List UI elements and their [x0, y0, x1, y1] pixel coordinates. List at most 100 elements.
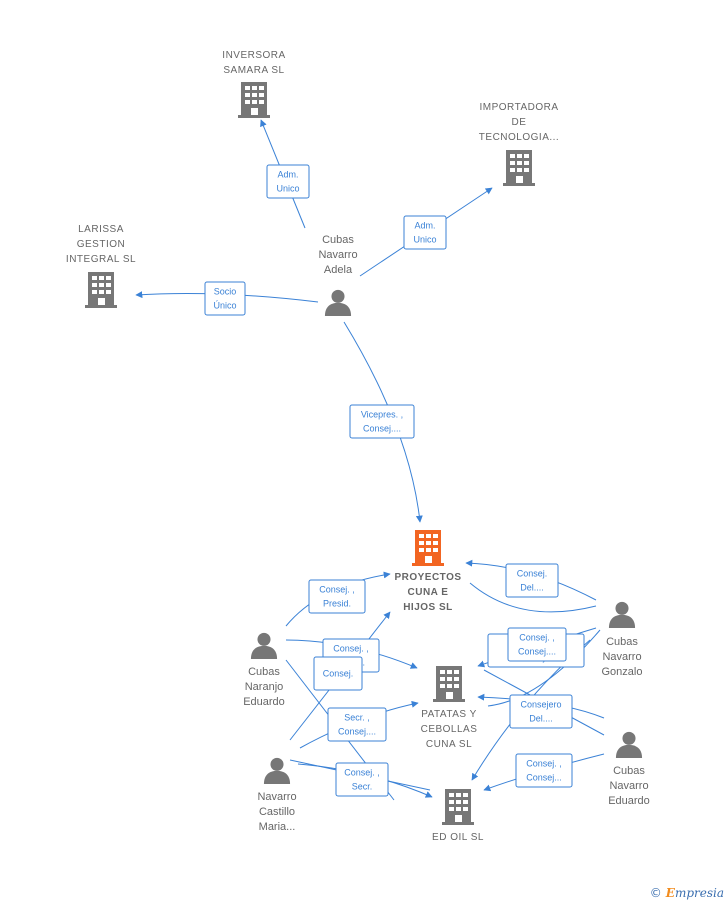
relation-label-text: Consej. [517, 569, 548, 579]
company-node-importadora[interactable]: IMPORTADORA DE TECNOLOGIA... [479, 102, 559, 186]
company-name: INTEGRAL SL [66, 254, 136, 265]
relation-label-text: Consej. , [526, 759, 562, 769]
relation-edge-6 [469, 582, 597, 613]
company-name: HIJOS SL [403, 602, 453, 613]
company-name: TECNOLOGIA... [479, 132, 559, 143]
relation-label-r6[interactable]: Consej. ,Presid. [308, 579, 366, 614]
relation-label-text: Del.... [520, 583, 544, 593]
person-name: Castillo [259, 806, 295, 818]
relation-label-box [335, 762, 389, 797]
person-name: Maria... [259, 821, 296, 833]
relation-label-r1[interactable]: Adm. Unico [266, 164, 310, 199]
person-node-castillo[interactable]: NavarroCastilloMaria... [257, 757, 297, 833]
company-name: SAMARA SL [223, 65, 284, 76]
relation-label-r5[interactable]: Consej. Del.... [505, 563, 559, 598]
company-name: PROYECTOS [394, 572, 461, 583]
relation-label-text: Adm. [414, 221, 435, 231]
company-name: CEBOLLAS [421, 724, 478, 735]
relation-label-text: Consej... [526, 773, 562, 783]
relation-label-box [509, 694, 573, 729]
relation-label-text: Unico [413, 235, 436, 245]
company-name: LARISSA [78, 224, 124, 235]
person-icon [324, 289, 352, 316]
person-icon [250, 632, 278, 659]
relation-label-box [507, 627, 567, 662]
relation-label-text: Consej.... [338, 727, 376, 737]
person-name: Naranjo [245, 681, 284, 693]
person-name: Cubas [606, 636, 638, 648]
relation-label-text: Consejero [520, 700, 561, 710]
person-icon [263, 757, 291, 784]
relation-label-r11[interactable]: ConsejeroDel.... [509, 694, 573, 729]
relation-label-r10[interactable]: Consej. ,Consej.... [507, 627, 567, 662]
building-icon [433, 666, 465, 702]
relation-label-box [308, 579, 366, 614]
relation-label-text: Consej. , [319, 585, 355, 595]
company-node-edoil[interactable]: ED OIL SL [432, 789, 484, 843]
company-name: CUNA E [408, 587, 449, 598]
relation-label-r14[interactable]: Consej. , Consej... [515, 753, 573, 788]
building-icon [238, 82, 270, 118]
building-icon [85, 272, 117, 308]
company-name: IMPORTADORA [479, 102, 558, 113]
relation-label-text: Secr. [352, 782, 373, 792]
company-name: GESTION [77, 239, 126, 250]
person-name: Navarro [257, 791, 296, 803]
company-node-proyectos[interactable]: PROYECTOS CUNA E HIJOS SL [394, 530, 461, 613]
company-name: PATATAS Y [421, 709, 477, 720]
person-name: Navarro [318, 249, 357, 261]
relation-label-text: Socio [214, 287, 237, 297]
relation-label-r13[interactable]: Consej. , Secr. [335, 762, 389, 797]
empresia-logo[interactable]: ©Empresia [650, 886, 724, 900]
relation-label-r12[interactable]: Secr. , Consej.... [327, 707, 387, 742]
company-node-patatas[interactable]: PATATAS Y CEBOLLAS CUNA SL [421, 666, 478, 750]
person-name: Cubas [322, 234, 354, 246]
building-icon [412, 530, 444, 566]
building-icon [503, 150, 535, 186]
relation-label-text: Único [213, 301, 236, 311]
relation-label-text: Del.... [529, 714, 553, 724]
relation-label-box [313, 656, 363, 691]
relation-label-text: Unico [276, 184, 299, 194]
person-name: Navarro [609, 780, 648, 792]
relation-label-r4[interactable]: Vicepres. ,Consej.... [349, 404, 415, 439]
person-name: Eduardo [243, 696, 285, 708]
person-icon [608, 601, 636, 628]
relation-label-box [266, 164, 310, 199]
person-name: Adela [324, 264, 353, 276]
relation-label-r2[interactable]: Adm. Unico [403, 215, 447, 250]
relation-label-text: Consej. [323, 669, 354, 679]
person-name: Eduardo [608, 795, 650, 807]
relation-label-box [403, 215, 447, 250]
company-node-larissa[interactable]: LARISSA GESTION INTEGRAL SL [66, 224, 136, 308]
person-name: Navarro [602, 651, 641, 663]
relation-label-r8[interactable]: Consej. [313, 656, 363, 691]
relation-label-box [505, 563, 559, 598]
copyright-icon: © [649, 886, 662, 900]
building-icon [442, 789, 474, 825]
relation-label-text: Consej. , [344, 768, 380, 778]
company-name: CUNA SL [426, 739, 472, 750]
relation-label-box [349, 404, 415, 439]
relation-label-text: Consej.... [363, 424, 401, 434]
brand-name: mpresia [674, 886, 724, 900]
relation-label-text: Secr. , [344, 713, 370, 723]
person-name: Cubas [613, 765, 645, 777]
relation-label-text: Adm. [277, 170, 298, 180]
company-name: DE [512, 117, 527, 128]
company-name: ED OIL SL [432, 832, 484, 843]
person-icon [615, 731, 643, 758]
relation-label-text: Consej. , [333, 644, 369, 654]
relation-edge-8 [487, 629, 601, 707]
brand-initial: E [665, 886, 675, 900]
relation-label-text: Consej.... [518, 647, 556, 657]
